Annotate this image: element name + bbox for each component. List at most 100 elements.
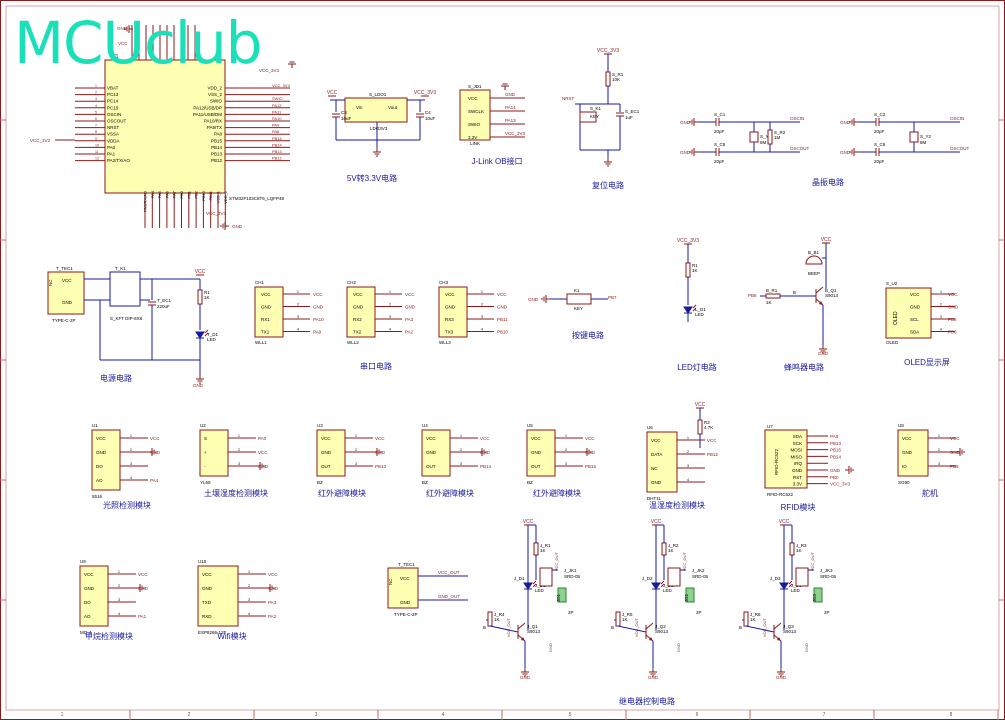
jlink-pin-label: SWIO (468, 122, 480, 127)
typec-out-net-label: GND_OUT (438, 594, 460, 599)
resistor-ref: R2 (704, 420, 710, 425)
transistor-value: S9013 (825, 293, 839, 298)
mcu-pin-number: 10 (95, 143, 99, 147)
oled-part-label: OLED (893, 311, 899, 325)
resistor-icon (765, 293, 781, 299)
ir-sensor-ref: U3 (317, 423, 323, 428)
led-ray (692, 307, 697, 312)
serial-pin-number: 3 (481, 315, 483, 319)
relay-terminal-ref: JD2 (684, 594, 689, 602)
relay-ref: J_JK1 (564, 568, 577, 573)
resistor-value: 1K (692, 268, 698, 273)
crystal-title: 晶振电路 (812, 177, 844, 187)
rfid-ref: U7 (767, 424, 773, 429)
mcu-pin-label: PA6 (164, 190, 169, 198)
ir-sensor-pin-number: 2 (460, 448, 462, 452)
dht11-pin-label: NC (651, 466, 658, 471)
mcu-pin-label: SWIO (210, 99, 222, 104)
jlink-pin-label: 3.3V (468, 135, 477, 140)
mcu-vcc3-label: VCC_3V3 (206, 211, 227, 216)
buzzer-title: 蜂鸣器电路 (784, 362, 824, 372)
light-pin-number: 2 (130, 448, 132, 452)
serial-pin-number: 1 (297, 290, 299, 294)
relay-led-ref: J_D3 (770, 576, 781, 581)
relay-coil-icon (795, 567, 809, 587)
serial-ref: CH3 (439, 280, 448, 285)
soil-pin-label: + (204, 450, 207, 455)
resistor-ref: J_R1 (540, 543, 551, 548)
power-connector-ref: T_TEC1 (56, 266, 73, 271)
serial-pin-label: TX3 (445, 330, 454, 335)
mcu-pin-label: PC15 (107, 105, 119, 110)
serial-pin-number: 1 (481, 290, 483, 294)
led-ref: L_D1 (695, 307, 706, 312)
crystal-net-label: OSCOUT (790, 146, 810, 151)
mcu-pin-label: PB13 (211, 152, 223, 157)
light-pin-label: DO (96, 464, 103, 469)
wire (745, 625, 775, 633)
light-title: 光照检测模块 (103, 500, 151, 510)
ir-sensor-pin-label: OUT (531, 464, 541, 469)
crystal-oscillator-icon (909, 131, 919, 143)
mq4-pin-number: 4 (118, 612, 120, 616)
oled-part: OLED (886, 340, 899, 345)
serial-pin-label: GND (445, 305, 456, 310)
mcu-pin-number: 4 (95, 104, 97, 108)
jlink-title: J-Link OB接口 (471, 156, 522, 166)
led-value: LED (535, 588, 545, 593)
power-switch-part: S_KFT DIP-8X8 (110, 316, 143, 321)
oled-pin-label: GND (910, 305, 921, 310)
transistor-arrow (649, 637, 653, 641)
mcuclub-watermark: MCUclub (14, 9, 263, 77)
ldo-part: LDO3V3 (370, 126, 388, 131)
serial-header (438, 286, 468, 338)
capacitor-ref: S_EC1 (625, 109, 640, 114)
ir-sensor-module (316, 429, 346, 477)
mcu-pin-number: 7 (95, 124, 97, 128)
dht11-ref: U6 (647, 425, 653, 430)
serial-net-label: PA10 (313, 317, 324, 322)
mq4-pin-label: GND (84, 586, 95, 591)
led-value: LED (695, 312, 705, 317)
crystal-gnd-label: GND (680, 120, 691, 125)
relay-coil-icon (539, 567, 553, 587)
ir-sensor-pin-number: 1 (565, 434, 567, 438)
ir-sensor-part: BZ (422, 480, 428, 485)
relay-terminal-ref: JD1 (556, 594, 561, 602)
mq4-module (79, 565, 109, 627)
rfid-net-label: PB13 (830, 441, 842, 446)
mcu-pin-number: 8 (95, 130, 97, 134)
relay-vcc-out-label: VCC_OUT (682, 551, 687, 571)
border-number: 1 (61, 712, 64, 718)
transistor-arrow (819, 301, 823, 305)
border-number: 2 (188, 712, 191, 718)
power-connector-type: TYPE-C-2P (52, 318, 76, 323)
crystal-gnd-label: GND (840, 150, 851, 155)
vcc-net-label: VCC (821, 237, 832, 243)
ir-sensor-pin-label: GND (321, 450, 332, 455)
transistor-ref: B_Q1 (825, 288, 837, 293)
soil-net-label: PA0 (258, 436, 267, 441)
ir-sensor-pin-number: 2 (355, 448, 357, 452)
relay-gnd-label: GND (520, 675, 531, 680)
resistor-value: 1K (494, 617, 500, 622)
mcu-pin-label: PC13 (107, 92, 119, 97)
oled-pin-number: 4 (940, 328, 942, 332)
ir-sensor-net-label: VCC (585, 436, 595, 441)
ir-sensor-pin-label: GND (531, 450, 542, 455)
rfid-net-label: PA8 (830, 434, 839, 439)
resistor-ref: J_R2 (668, 543, 679, 548)
mcu-pin-label: VDD_2 (207, 86, 222, 91)
ir-sensor-pin-label: OUT (426, 464, 436, 469)
wire (489, 625, 519, 633)
power-switch-icon (109, 271, 141, 307)
mcu-net-label: PA8 (272, 129, 280, 134)
relay-terminal-ref: JD3 (812, 594, 817, 602)
relay-terminal-value: 2P (568, 610, 574, 615)
mcu-pin-label: PC14 (107, 99, 119, 104)
ir-sensor-pin-number: 1 (355, 434, 357, 438)
led-value: LED (791, 588, 801, 593)
mcu-vcc-label: VCC (118, 41, 128, 46)
mcu-pin-label: OSCIN (107, 112, 121, 117)
mcu-pin-number: 9 (95, 137, 97, 141)
